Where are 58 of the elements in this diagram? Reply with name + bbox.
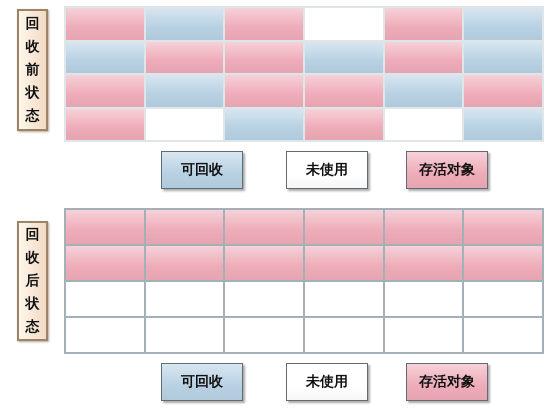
reclaimable-block (146, 8, 224, 40)
live-object-block (305, 246, 383, 280)
live-object-block (464, 75, 542, 106)
live-object-block (384, 42, 462, 73)
unused-block (305, 8, 383, 40)
unused-block (384, 318, 462, 352)
label-panel (17, 9, 48, 131)
legend-key: 存活对象 (406, 151, 488, 189)
vertical-label: 回收后状态 (24, 226, 40, 336)
live-object-block (225, 42, 303, 73)
legend-key: 存活对象 (406, 363, 488, 401)
live-object-block (225, 246, 303, 280)
unused-block (146, 282, 224, 316)
label-panel (17, 221, 48, 341)
live-object-block (66, 210, 144, 244)
unused-block (225, 318, 303, 352)
live-object-block (146, 246, 224, 280)
unused-block (66, 282, 144, 316)
legend-key: 未使用 (286, 363, 368, 401)
live-object-block (146, 42, 224, 73)
live-object-block (305, 108, 383, 140)
live-object-block (384, 210, 462, 244)
live-object-block (66, 8, 144, 40)
legend-key: 未使用 (286, 151, 368, 189)
live-object-block (66, 108, 144, 140)
legend-key: 可回收 (161, 363, 243, 401)
reclaimable-block (305, 42, 383, 73)
live-object-block (66, 75, 144, 106)
reclaimable-block (464, 8, 542, 40)
reclaimable-block (464, 42, 542, 73)
reclaimable-block (225, 108, 303, 140)
live-object-block (464, 210, 542, 244)
vertical-label: 回收前状态 (24, 14, 40, 126)
unused-block (66, 318, 144, 352)
unused-block (305, 282, 383, 316)
reclaimable-block (384, 75, 462, 106)
live-object-block (464, 246, 542, 280)
unused-block (146, 318, 224, 352)
live-object-block (225, 75, 303, 106)
live-object-block (384, 246, 462, 280)
live-object-block (305, 210, 383, 244)
unused-block (225, 282, 303, 316)
unused-block (464, 282, 542, 316)
reclaimable-block (464, 108, 542, 140)
legend-key: 可回收 (161, 151, 243, 189)
unused-block (146, 108, 224, 140)
live-object-block (225, 210, 303, 244)
unused-block (305, 318, 383, 352)
live-object-block (305, 75, 383, 106)
live-object-block (384, 8, 462, 40)
unused-block (384, 108, 462, 140)
live-object-block (66, 246, 144, 280)
reclaimable-block (146, 75, 224, 106)
live-object-block (225, 8, 303, 40)
unused-block (384, 282, 462, 316)
unused-block (464, 318, 542, 352)
reclaimable-block (66, 42, 144, 73)
live-object-block (146, 210, 224, 244)
